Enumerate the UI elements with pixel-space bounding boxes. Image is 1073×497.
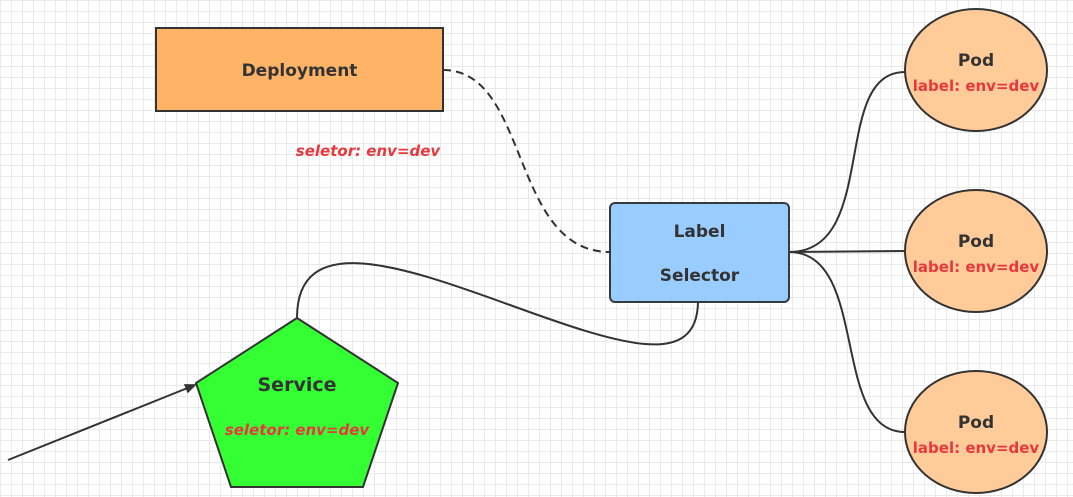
- pod-title: Pod: [958, 232, 994, 252]
- service-node[interactable]: Service seletor: env=dev: [194, 316, 400, 488]
- pod-ellipse: [904, 370, 1048, 494]
- selector-to-pod-3-connector: [788, 251, 906, 433]
- deployment-to-selector-connector: [442, 69, 611, 253]
- deployment-selector-text: seletor: env=dev: [296, 142, 442, 160]
- label-selector-node[interactable]: Label Selector: [609, 202, 790, 303]
- pod-title: Pod: [958, 51, 994, 71]
- pod-ellipse: [904, 189, 1048, 313]
- pod-node[interactable]: Pod label: env=dev: [904, 8, 1048, 132]
- deployment-rect: [155, 27, 444, 112]
- deployment-label: Deployment: [242, 61, 358, 81]
- pod-ellipse: [904, 8, 1048, 132]
- service-selector-text: seletor: env=dev: [225, 421, 371, 439]
- selector-to-pod-1-connector: [788, 71, 906, 253]
- service-pentagon: [194, 316, 400, 488]
- label-selector-rect: [609, 202, 790, 303]
- service-to-selector-connector: [296, 262, 699, 346]
- label-selector-line1: Label: [674, 222, 726, 242]
- pod-label: label: env=dev: [913, 258, 1040, 276]
- service-label: Service: [258, 374, 337, 396]
- pod-label: label: env=dev: [913, 77, 1040, 95]
- pod-node[interactable]: Pod label: env=dev: [904, 370, 1048, 494]
- pod-node[interactable]: Pod label: env=dev: [904, 189, 1048, 313]
- pod-label: label: env=dev: [913, 439, 1040, 457]
- incoming-arrow: [7, 384, 197, 461]
- deployment-node[interactable]: Deployment: [155, 27, 444, 112]
- label-selector-line2: Selector: [660, 266, 740, 286]
- selector-to-pod-2-connector: [788, 250, 906, 253]
- pod-title: Pod: [958, 413, 994, 433]
